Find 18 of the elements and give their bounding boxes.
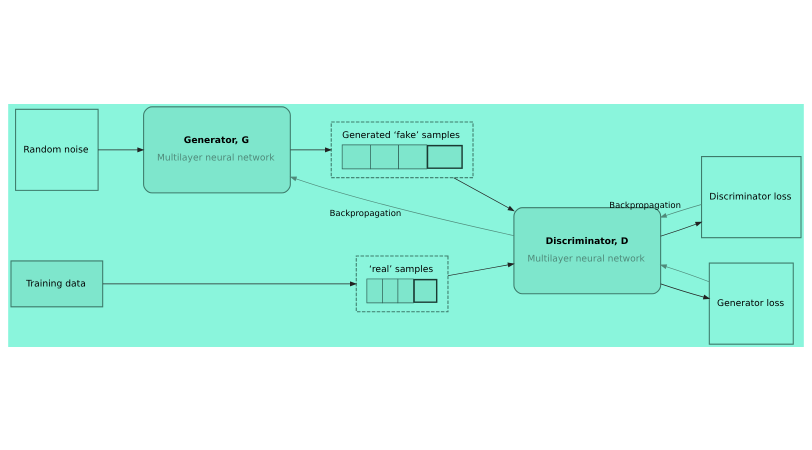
- arrow: [660, 264, 710, 282]
- node-box: Generator loss: [708, 262, 794, 344]
- arrow: [448, 262, 515, 276]
- arrow: [102, 280, 358, 286]
- node-box: Training data: [10, 260, 104, 307]
- arrow: [290, 176, 514, 236]
- arrow: [290, 146, 332, 152]
- node-box: Random noise: [15, 108, 99, 190]
- arrow: [98, 146, 144, 152]
- node-box: Generated ‘fake’ samples: [330, 120, 474, 178]
- arrow: [660, 283, 710, 299]
- node-box: ‘real’ samples: [356, 254, 448, 312]
- node-box: Discriminator loss: [701, 156, 802, 238]
- node-box: Generator, G Multilayer neural network: [143, 106, 291, 193]
- edge-label: Backpropagation: [330, 207, 402, 218]
- arrow: [660, 204, 702, 218]
- arrow: [453, 176, 515, 211]
- arrow: [660, 221, 702, 236]
